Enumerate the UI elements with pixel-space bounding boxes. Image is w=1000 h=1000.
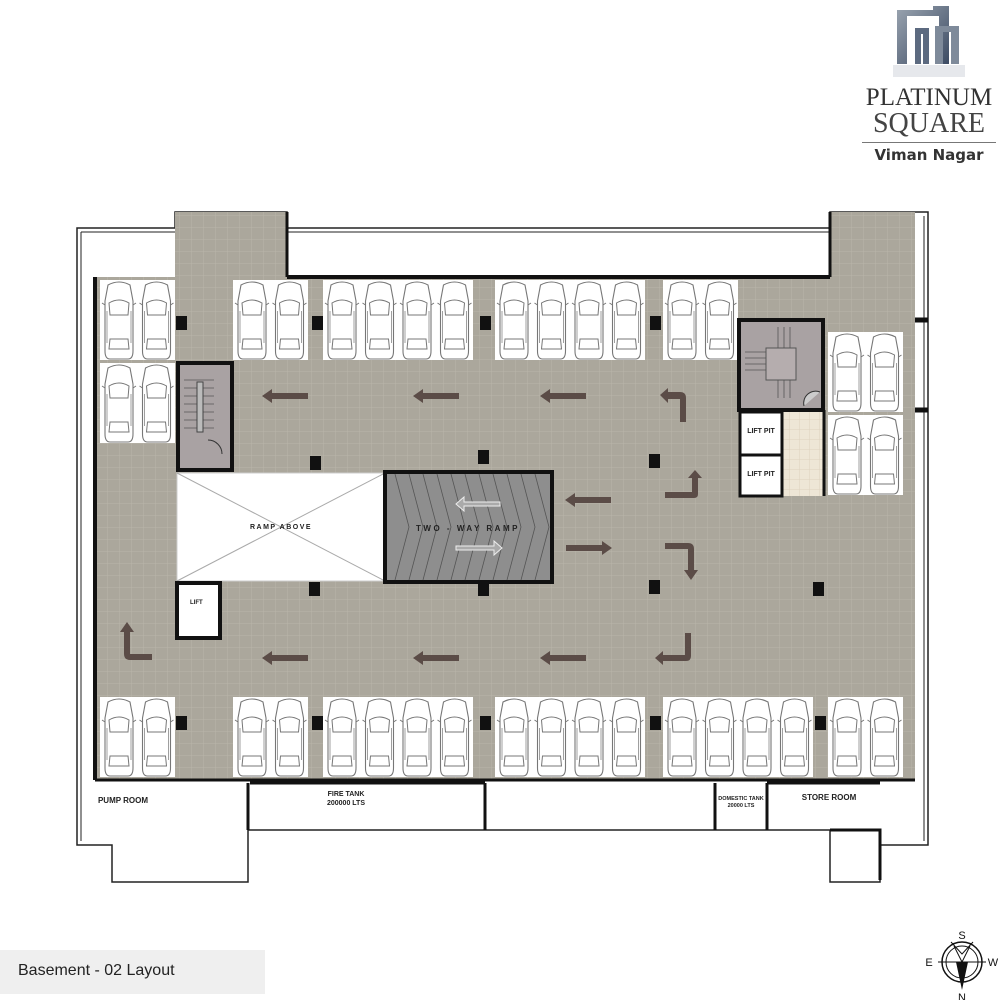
column (813, 582, 824, 596)
parking-slot-car (234, 281, 270, 360)
ramp-slope-line (422, 473, 438, 581)
parking-slot-car (664, 698, 700, 777)
ramp-slope-line (436, 473, 452, 581)
parking-slot-car (608, 281, 645, 360)
parking-slot-car (436, 698, 473, 777)
ramp-above: RAMP ABOVE (176, 472, 386, 582)
ramp-slope-line (520, 473, 536, 581)
ramp-slope-line (478, 473, 494, 581)
column (310, 456, 321, 470)
parking-slot-car (866, 416, 903, 495)
parking-slot-car (829, 698, 865, 777)
left-staircase (176, 361, 234, 472)
parking-slot-car (571, 281, 607, 360)
two-way-ramp-label: TWO - WAY RAMP (416, 524, 520, 533)
parking-slot-car (701, 281, 738, 360)
store-room-label: STORE ROOM (802, 793, 857, 802)
parking-slot-car (571, 698, 607, 777)
building-logo-icon (893, 6, 965, 77)
column (176, 716, 187, 730)
column (312, 316, 323, 330)
parking-slot-car (829, 333, 865, 412)
parking-slot-car (866, 333, 903, 412)
parking-slot-car (138, 698, 175, 777)
parking-slot-car (533, 281, 570, 360)
fire-tank-label: FIRE TANK (328, 791, 365, 798)
compass-south: S (958, 930, 965, 942)
parking-slot-car (739, 698, 775, 777)
column (478, 450, 489, 464)
parking-slot-car (271, 698, 308, 777)
brand-line-1: PLATINUM (865, 84, 993, 111)
parking-slot-car (399, 281, 435, 360)
parking-slot-car (866, 698, 903, 777)
parking-slot-car (829, 416, 865, 495)
lift-pit-label: LIFT PIT (747, 471, 775, 478)
parking-slot-car (776, 698, 813, 777)
traffic-arrows (120, 388, 702, 665)
parking-slot-car (701, 698, 738, 777)
compass-north: N (958, 992, 966, 1000)
ramp-slope-line (450, 473, 466, 581)
parking-slot-car (399, 698, 435, 777)
parking-slot-car (138, 364, 175, 443)
parking-slot-car (496, 281, 532, 360)
brand-line-2: SQUARE (872, 108, 985, 139)
ramp-slope-line (534, 473, 550, 581)
column (309, 582, 320, 596)
right-core: LIFT PIT LIFT PIT (737, 318, 826, 498)
column (649, 580, 660, 594)
parking-slot-car (361, 281, 398, 360)
parking-slot-car (324, 698, 360, 777)
parking-slot-car (101, 281, 137, 360)
pump-room-label: PUMP ROOM (98, 796, 148, 805)
domestic-tank-label: DOMESTIC TANK (718, 796, 763, 802)
column (176, 316, 187, 330)
parking-slot-car (101, 698, 137, 777)
lift-pit-label: LIFT PIT (747, 428, 775, 435)
parking-slot-car (101, 364, 137, 443)
fire-tank-capacity: 200000 LTS (327, 800, 365, 807)
parking-slot-car (271, 281, 308, 360)
parking-slot-car (361, 698, 398, 777)
column (480, 316, 491, 330)
parking-slot-car (664, 281, 700, 360)
parking-slot-car (608, 698, 645, 777)
ramp-slope-line (408, 473, 424, 581)
two-way-ramp: TWO - WAY RAMP (383, 470, 554, 584)
column (478, 582, 489, 596)
ramp-above-label: RAMP ABOVE (250, 524, 312, 531)
parking-slot-car (533, 698, 570, 777)
domestic-tank-capacity: 20000 LTS (728, 803, 755, 809)
lift: LIFT (175, 581, 222, 640)
ramp-slope-line (506, 473, 522, 581)
column (312, 716, 323, 730)
compass-east: E (925, 957, 932, 969)
layout-caption: Basement - 02 Layout (0, 950, 265, 994)
column (649, 454, 660, 468)
parking-slot-car (138, 281, 175, 360)
compass-icon: S N E W (925, 930, 998, 1000)
parking-slot-car (496, 698, 532, 777)
ramp-slope-line (394, 473, 410, 581)
ramp-slope-line (492, 473, 508, 581)
parking-slot-car (324, 281, 360, 360)
brand-location: Viman Nagar (874, 146, 984, 164)
parking-slots (100, 280, 903, 777)
lift-label: LIFT (190, 600, 203, 606)
parking-slot-car (436, 281, 473, 360)
compass-west: W (988, 957, 999, 969)
column (480, 716, 491, 730)
column (815, 716, 826, 730)
column (650, 716, 661, 730)
column (650, 316, 661, 330)
parking-slot-car (234, 698, 270, 777)
columns (176, 316, 826, 730)
layout-title: Basement - 02 Layout (18, 962, 175, 979)
service-rooms: PUMP ROOM FIRE TANK 200000 LTS DOMESTIC … (98, 781, 882, 880)
ramp-slope-line (464, 473, 480, 581)
platinum-square-logo: PLATINUM SQUARE Viman Nagar (858, 2, 1000, 164)
